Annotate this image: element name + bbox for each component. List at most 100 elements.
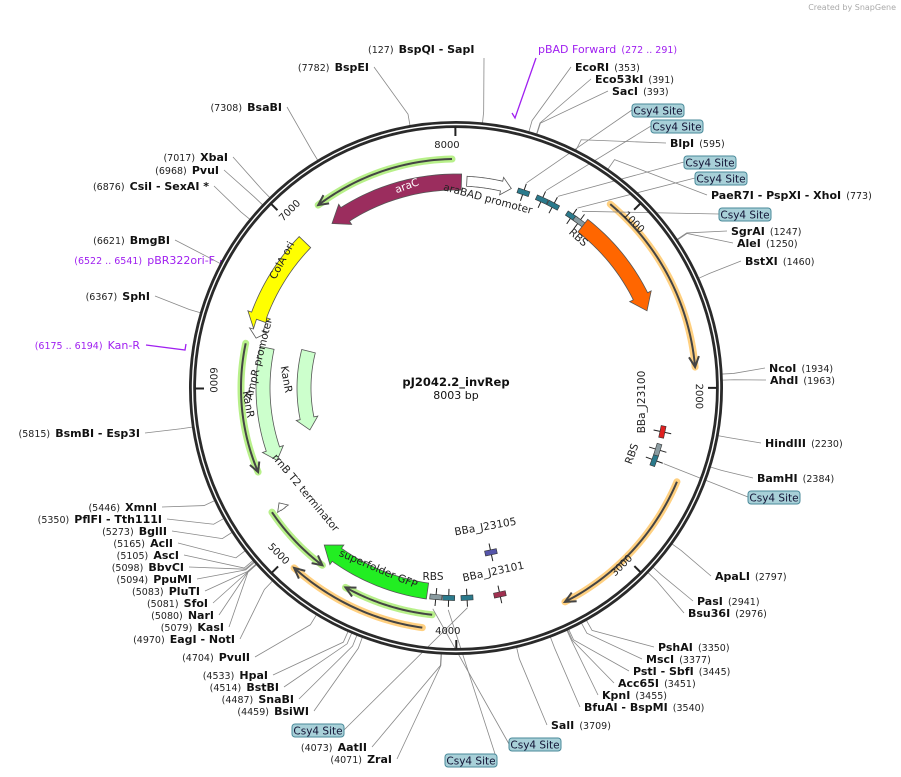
enzyme-site[interactable]: SacI (393)	[612, 80, 669, 99]
csy4-site-marker[interactable]	[534, 194, 549, 205]
csy4-site-text: Csy4 Site	[652, 122, 701, 134]
orf-reverse[interactable]	[290, 564, 426, 632]
arac-feature[interactable]	[331, 173, 463, 225]
enzyme-site[interactable]: (6876) CsiI - SexAI *	[93, 175, 209, 194]
csy4-site-label[interactable]: Csy4 Site	[650, 119, 704, 134]
enzyme-site[interactable]: Acc65I (3451)	[618, 672, 696, 691]
enzyme-site[interactable]: KpnI (3455)	[602, 684, 667, 703]
csy4-site-label[interactable]: Csy4 Site	[683, 155, 737, 170]
ampr-promoter-feature[interactable]	[248, 318, 268, 339]
enzyme-site[interactable]: (5094) PpuMI	[117, 568, 193, 587]
csy4-site-label[interactable]: Csy4 Site	[747, 490, 801, 505]
enzyme-site[interactable]: EcoRI (353)	[575, 56, 640, 75]
enzyme-site[interactable]: PshAI (3350)	[658, 636, 730, 655]
arabad-promoter-feature[interactable]	[466, 175, 512, 196]
csy4-leader-line	[447, 609, 498, 761]
enzyme-site[interactable]: (4071) ZraI	[330, 748, 392, 767]
enzyme-site[interactable]: Bsu36I (2976)	[688, 602, 767, 621]
orf-sfgfp[interactable]	[341, 583, 436, 619]
svg-text:Eco53kI (391): Eco53kI (391)	[595, 68, 674, 87]
enzyme-site[interactable]: BamHI (2384)	[757, 467, 834, 486]
enzyme-site[interactable]: (7308) BsaBI	[210, 96, 282, 115]
tick-label: 2000	[693, 384, 704, 409]
enzyme-site[interactable]: (7017) XbaI	[163, 146, 228, 165]
bba-j23105-marker[interactable]	[484, 548, 498, 557]
enzyme-site[interactable]: BfuAI - BspMI (3540)	[584, 696, 704, 715]
enzyme-site[interactable]: (5165) AclI	[113, 532, 173, 551]
enzyme-site[interactable]: (6968) PvuI	[155, 159, 219, 178]
csy4-site-marker[interactable]	[516, 187, 531, 197]
rrnb-terminator-feature[interactable]	[277, 502, 290, 514]
orf-mko2[interactable]	[606, 200, 700, 371]
enzyme-site[interactable]: BstXI (1460)	[745, 250, 814, 269]
enzyme-site[interactable]: (5080) NarI	[151, 604, 214, 623]
svg-text:(5350) PflFI - Tth111I: (5350) PflFI - Tth111I	[38, 508, 162, 527]
csy4-site-label[interactable]: Csy4 Site	[444, 753, 498, 768]
enzyme-position: (1250)	[766, 239, 798, 250]
enzyme-site[interactable]: (4514) BstBI	[210, 676, 279, 695]
rbs-marker[interactable]	[429, 593, 443, 601]
enzyme-site[interactable]: (5446) XmnI	[88, 496, 157, 515]
orf-terminator[interactable]	[268, 508, 326, 569]
enzyme-site[interactable]: (5105) AscI	[117, 544, 179, 563]
enzyme-site[interactable]: SgrAI (1247)	[731, 220, 802, 239]
enzyme-site[interactable]: (5273) BglII	[102, 520, 167, 539]
enzyme-site[interactable]: (4073) AatII	[301, 736, 367, 755]
enzyme-site[interactable]: (7782) BspEI	[298, 56, 369, 75]
cola-ori-feature[interactable]	[247, 235, 312, 331]
enzyme-site[interactable]: BlpI (595)	[670, 132, 725, 151]
csy4-site-marker[interactable]	[442, 594, 456, 601]
enzyme-site[interactable]: ApaLI (2797)	[715, 565, 787, 584]
enzyme-name: ZraI	[367, 753, 392, 766]
enzyme-name: AatII	[338, 741, 367, 754]
csy4-site-label[interactable]: Csy4 Site	[631, 103, 685, 118]
enzyme-site[interactable]: SalI (3709)	[551, 714, 611, 733]
orf-j23100[interactable]	[561, 478, 681, 606]
enzyme-site[interactable]: (4459) BsiWI	[237, 700, 309, 719]
enzyme-site[interactable]: (5098) BbvCI	[112, 556, 184, 575]
enzyme-site[interactable]: (4970) EagI - NotI	[133, 628, 235, 647]
enzyme-site[interactable]: AhdI (1963)	[770, 369, 835, 388]
enzyme-site[interactable]: PasI (2941)	[697, 590, 760, 609]
superfolder-gfp-feature[interactable]	[323, 544, 430, 600]
enzyme-site[interactable]: (5083) PluTI	[132, 580, 200, 599]
enzyme-leader-line	[549, 636, 581, 708]
enzyme-site[interactable]: (5079) KasI	[161, 616, 224, 635]
enzyme-site[interactable]: NcoI (1934)	[769, 357, 833, 376]
csy4-site-label[interactable]: Csy4 Site	[291, 723, 345, 738]
kanr-feature-1[interactable]	[255, 345, 285, 461]
csy4-site-label[interactable]: Csy4 Site	[694, 171, 748, 186]
primer-1[interactable]: (6522 .. 6541) pBR322ori-F	[74, 249, 215, 268]
enzyme-site[interactable]: (5350) PflFI - Tth111I	[38, 508, 162, 527]
bba-j23100-marker[interactable]	[658, 425, 667, 439]
csy4-site-marker[interactable]	[460, 594, 474, 601]
csy4-site-label[interactable]: Csy4 Site	[508, 737, 562, 752]
rbs-marker[interactable]	[653, 442, 663, 457]
enzyme-site[interactable]: (5081) SfoI	[147, 592, 208, 611]
enzyme-site[interactable]: (6621) BmgBI	[93, 229, 170, 248]
primer-2[interactable]: (6175 .. 6194) Kan-R	[35, 334, 141, 353]
orf-arac[interactable]	[314, 155, 456, 209]
orf-kanr[interactable]	[237, 339, 262, 476]
mko2-feature[interactable]	[577, 218, 652, 312]
kanr-feature-2[interactable]	[295, 349, 319, 431]
enzyme-site[interactable]: (4533) HpaI	[203, 664, 268, 683]
enzyme-site[interactable]: PaeR7I - PspXI - XhoI (773)	[711, 184, 872, 203]
enzyme-leader-line	[286, 106, 319, 161]
enzyme-site[interactable]: (6367) SphI	[86, 285, 150, 304]
enzyme-site[interactable]: MscI (3377)	[646, 648, 711, 667]
svg-text:PasI (2941): PasI (2941)	[697, 590, 760, 609]
enzyme-site[interactable]: (127) BspQI - SapI	[368, 38, 474, 57]
enzyme-site[interactable]: Eco53kI (391)	[595, 68, 674, 87]
csy4-site-label[interactable]: Csy4 Site	[718, 207, 772, 222]
primer-0[interactable]: pBAD Forward (272 .. 291)	[538, 38, 677, 57]
svg-text:AhdI (1963): AhdI (1963)	[770, 369, 835, 388]
bba-j23101-marker[interactable]	[493, 590, 507, 599]
enzyme-site[interactable]: (4487) SnaBI	[222, 688, 294, 707]
enzyme-site[interactable]: (4704) PvuII	[182, 646, 250, 665]
csy4-site-marker[interactable]	[546, 199, 561, 211]
enzyme-site[interactable]: AleI (1250)	[737, 232, 798, 251]
enzyme-site[interactable]: (5815) BsmBI - Esp3I	[19, 422, 140, 441]
enzyme-site[interactable]: PstI - SbfI (3445)	[633, 660, 730, 679]
enzyme-site[interactable]: HindIII (2230)	[765, 432, 843, 451]
